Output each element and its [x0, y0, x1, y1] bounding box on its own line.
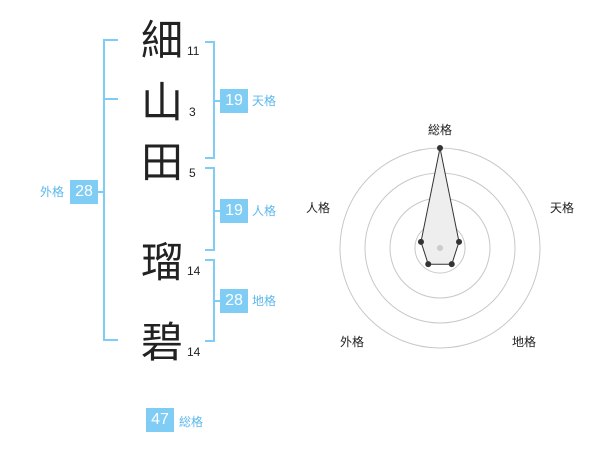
stroke-count-3: 5	[189, 166, 196, 180]
radar-label-chikaku: 地格	[512, 334, 536, 349]
radar-point-1	[456, 238, 463, 245]
gaikaku-label: 外格	[40, 185, 65, 199]
jinkaku-label: 人格	[252, 204, 277, 218]
radar-label-jinkaku: 人格	[306, 200, 330, 215]
chikaku-label: 地格	[252, 294, 277, 308]
name-char-5: 碧	[140, 318, 183, 367]
radar-point-0	[437, 145, 443, 151]
stroke-count-2: 3	[189, 105, 196, 119]
radar-center-dot	[437, 245, 443, 251]
name-char-2: 山	[140, 78, 183, 127]
name-char-1: 細	[140, 16, 183, 65]
radar-points	[417, 145, 463, 268]
stroke-count-4: 14	[187, 264, 201, 278]
radar-label-gaikaku: 外格	[340, 334, 364, 349]
soukaku-value-badge: 47	[146, 408, 174, 432]
radar-point-3	[425, 261, 432, 268]
soukaku-label: 総格	[179, 415, 204, 429]
radar-point-4	[417, 238, 424, 245]
radar-label-tenkaku: 天格	[550, 200, 574, 215]
radar-label-soukaku: 総格	[428, 122, 452, 137]
name-char-3: 田	[140, 138, 183, 187]
tenkaku-value-badge: 19	[220, 89, 248, 113]
chikaku-bracket	[205, 259, 215, 342]
chikaku-value-badge: 28	[220, 289, 248, 313]
radar-polygon	[420, 147, 460, 265]
jinkaku-bracket	[205, 167, 215, 251]
name-char-4: 瑠	[140, 238, 183, 287]
gaikaku-bracket	[103, 39, 118, 341]
radar-point-2	[448, 261, 455, 268]
stroke-count-5: 14	[187, 345, 201, 359]
tenkaku-bracket	[205, 41, 215, 159]
tenkaku-label: 天格	[252, 94, 277, 108]
jinkaku-value-badge: 19	[220, 199, 248, 223]
stroke-count-1: 11	[187, 44, 200, 58]
gaikaku-value-badge: 28	[70, 180, 98, 204]
